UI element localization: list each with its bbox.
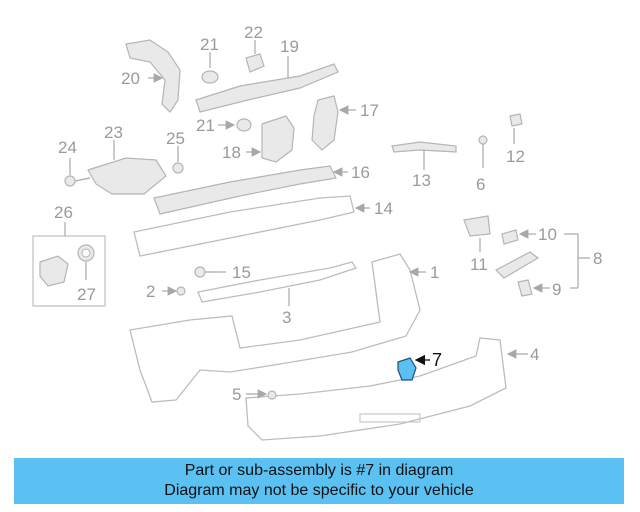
info-banner: Part or sub-assembly is #7 in diagram Di…: [14, 458, 624, 504]
part-26-sensor-kit: [32, 222, 106, 307]
callout-21-lower: 21: [196, 116, 215, 135]
callout-8: 8: [593, 249, 602, 268]
part-25-clip: [172, 146, 184, 174]
callout-6: 6: [476, 175, 485, 194]
part-19-upper-absorber: [195, 56, 339, 113]
part-5-bolt: [246, 389, 277, 400]
part-9-fastener: [517, 279, 550, 297]
part-4-lower-cover: [245, 337, 528, 441]
callout-16: 16: [351, 163, 370, 182]
callout-27: 27: [77, 285, 96, 304]
part-2-clip: [162, 286, 186, 296]
callout-1: 1: [430, 263, 439, 282]
banner-line-1: Part or sub-assembly is #7 in diagram: [184, 462, 454, 479]
part-22-clip: [245, 40, 265, 73]
callout-12: 12: [506, 147, 525, 166]
callout-17: 17: [360, 101, 379, 120]
part-16-energy-absorber: [153, 165, 348, 215]
callout-10: 10: [538, 225, 557, 244]
part-15-bolt: [194, 266, 226, 278]
part-11-bracket: [463, 215, 491, 252]
part-20-bracket: [125, 39, 181, 113]
callout-25: 25: [166, 129, 185, 148]
part-8-bracket-lines: [495, 233, 590, 289]
callout-18: 18: [222, 143, 241, 162]
part-13-trim: [391, 141, 457, 170]
callout-26: 26: [54, 203, 73, 222]
callout-19: 19: [280, 37, 299, 56]
callout-7: 7: [432, 350, 442, 370]
part-6-bolt: [478, 135, 488, 168]
callout-21-upper: 21: [200, 35, 219, 54]
callout-15: 15: [232, 263, 251, 282]
callout-24: 24: [58, 138, 77, 157]
part-21-clip-lower: [218, 118, 252, 132]
callout-14: 14: [374, 199, 393, 218]
callout-22: 22: [244, 23, 263, 42]
parts-diagram: 20 21 21 22 19 17 18 23 25: [32, 23, 602, 441]
part-23-bracket: [87, 140, 167, 195]
callout-5: 5: [232, 385, 241, 404]
callout-13: 13: [412, 171, 431, 190]
part-12-clip: [509, 113, 523, 144]
part-1-bumper-cover: [129, 253, 426, 403]
part-21-clip-upper: [201, 52, 219, 84]
callout-11: 11: [470, 255, 488, 274]
part-24-bolt: [64, 158, 91, 187]
part-14-reinforcement-beam: [133, 195, 370, 257]
part-7-highlighted: [397, 354, 430, 381]
callout-4: 4: [530, 345, 539, 364]
part-17-bracket: [311, 95, 356, 151]
banner-line-2: Diagram may not be specific to your vehi…: [164, 482, 474, 499]
part-3-step-pad: [197, 261, 358, 306]
part-10-clip: [501, 229, 536, 245]
callout-2: 2: [146, 282, 155, 301]
part-18-bracket: [246, 115, 295, 163]
callout-3: 3: [282, 308, 291, 327]
callout-9: 9: [552, 280, 561, 299]
callout-20: 20: [121, 69, 140, 88]
callout-23: 23: [104, 123, 123, 142]
